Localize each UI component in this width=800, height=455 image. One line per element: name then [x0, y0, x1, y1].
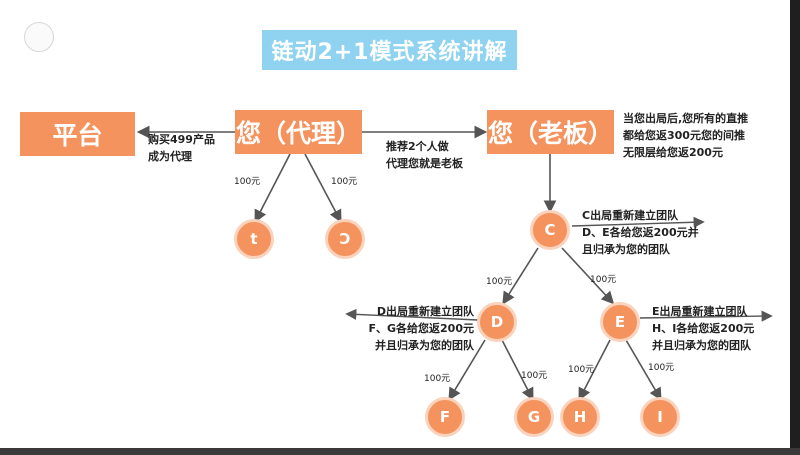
node-f: F: [425, 397, 465, 437]
arrow-agent-n2: [304, 153, 342, 223]
note-e-line-2: H、I各给您返200元: [652, 322, 755, 335]
note-e-line-1: E出局重新建立团队: [652, 305, 748, 318]
corner-circle-icon: [24, 22, 54, 52]
note-c-line-3: 且归承为您的团队: [582, 243, 670, 256]
note-d-line-2: F、G各给您返200元: [368, 322, 474, 335]
arrow-d-f: [448, 339, 486, 401]
node-e: E: [600, 302, 640, 342]
arrow-c-e: [561, 247, 615, 305]
node-i: I: [640, 397, 680, 437]
bottom-edge-bar: [0, 448, 800, 455]
note-recommend-line-1: 推荐2个人做: [386, 140, 449, 153]
arrow-e-i: [625, 339, 662, 401]
right-edge-bar: [790, 0, 800, 455]
note-boss-line-3: 无限层给您返200元: [623, 146, 723, 159]
note-c-out: C出局重新建立团队 D、E各给您返200元并 且归承为您的团队: [582, 207, 699, 258]
note-buy-line-2: 成为代理: [148, 150, 192, 163]
node-c: C: [530, 210, 570, 250]
note-e-out: E出局重新建立团队 H、I各给您返200元 并且归承为您的团队: [652, 303, 754, 354]
node-agent-child-2: Ɔ: [325, 219, 365, 259]
note-buy: 购买499产品 成为代理: [148, 131, 215, 165]
note-boss-line-2: 都给您返300元您的间推: [623, 129, 745, 142]
note-recommend: 推荐2个人做 代理您就是老板: [386, 138, 463, 172]
amount-c-right: 100元: [590, 275, 617, 285]
note-boss-line-1: 当您出局后,您所有的直推: [623, 112, 749, 125]
note-recommend-line-2: 代理您就是老板: [386, 157, 463, 170]
agent-node: 您（代理）: [235, 110, 362, 154]
note-d-out: D出局重新建立团队 F、G各给您返200元 并且归承为您的团队: [352, 303, 474, 354]
arrow-e-out: [639, 310, 773, 322]
note-c-line-2: D、E各给您返200元并: [582, 226, 699, 239]
arrow-e-h: [578, 339, 611, 401]
platform-node: 平台: [20, 112, 135, 156]
amount-e-right: 100元: [648, 363, 675, 373]
amount-agent-left: 100元: [234, 177, 261, 187]
note-d-line-3: 并且归承为您的团队: [375, 339, 474, 352]
boss-node: 您（老板）: [487, 110, 614, 154]
note-c-line-1: C出局重新建立团队: [582, 209, 679, 222]
amount-c-left: 100元: [486, 277, 513, 287]
amount-d-right: 100元: [521, 371, 548, 381]
arrow-d-g: [501, 339, 534, 401]
arrow-c-out: [571, 216, 705, 228]
amount-d-left: 100元: [424, 374, 451, 384]
node-d: D: [477, 302, 517, 342]
diagram-title: 链动2+1模式系统讲解: [262, 30, 517, 70]
node-h: H: [560, 397, 600, 437]
arrow-d-out: [345, 308, 479, 321]
note-buy-line-1: 购买499产品: [148, 133, 215, 146]
arrow-agent-n1: [254, 153, 291, 223]
arrow-c-d: [502, 247, 539, 305]
note-boss-info: 当您出局后,您所有的直推 都给您返300元您的间推 无限层给您返200元: [623, 110, 748, 161]
amount-e-left: 100元: [568, 365, 595, 375]
amount-agent-right: 100元: [331, 177, 358, 187]
note-d-line-1: D出局重新建立团队: [376, 305, 474, 318]
node-g: G: [514, 397, 554, 437]
node-agent-child-1: t: [234, 219, 274, 259]
note-e-line-3: 并且归承为您的团队: [652, 339, 751, 352]
